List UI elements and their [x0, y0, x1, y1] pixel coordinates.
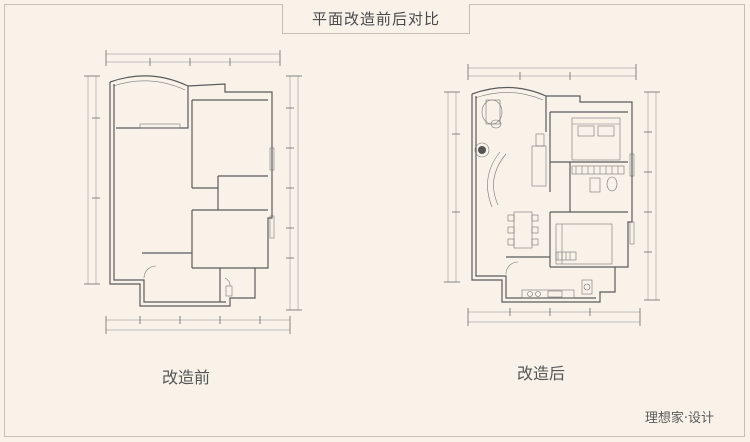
- page-title: 平面改造前后对比: [311, 10, 440, 28]
- floor-plan-before: [84, 50, 302, 334]
- title-banner: 平面改造前后对比: [282, 4, 470, 34]
- floor-plan-after: [444, 64, 660, 326]
- brand-label: 理想家·设计: [644, 411, 714, 426]
- after-caption: 改造后: [517, 364, 566, 383]
- before-caption: 改造前: [162, 368, 211, 387]
